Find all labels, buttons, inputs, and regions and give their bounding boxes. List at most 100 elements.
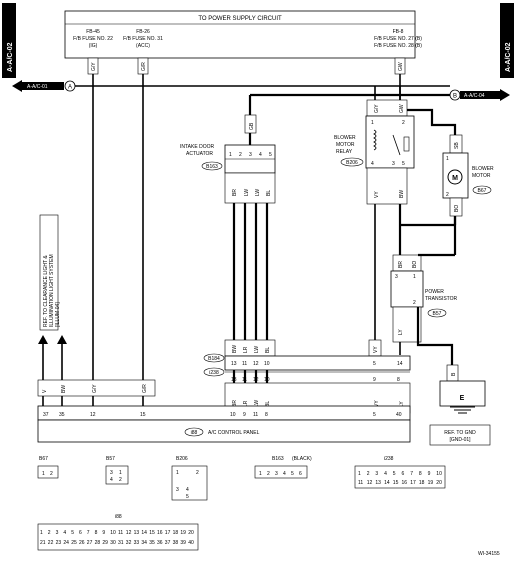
ref-bar-right	[460, 91, 500, 99]
connector-view-pin: 5	[71, 530, 74, 536]
wire-color-relay-out2: BW	[399, 190, 405, 198]
transistor-label: POWER	[425, 289, 444, 295]
wire-color-transistor-top: BR	[398, 261, 404, 268]
wire-color-i88: G/R	[142, 384, 148, 393]
ref-bar-left	[22, 82, 64, 90]
wire-color-i88: BW	[61, 385, 67, 393]
connector-view-pin: 32	[126, 540, 132, 546]
connector-view-pin: 1	[358, 471, 361, 477]
i88-pin: 35	[59, 412, 65, 418]
ref-label-right: A-A/C-04	[464, 93, 485, 99]
fuse-22-label: F/B FUSE NO. 22	[73, 36, 113, 42]
connector-view-pin: 4	[186, 487, 189, 493]
actuator-label: INTAKE DOOR	[180, 144, 214, 150]
wire-color-relay-out: VY	[374, 191, 380, 198]
connector-view-pin: 13	[375, 480, 381, 486]
relay-out-tags	[366, 167, 408, 205]
wire-color-motor-bottom: BO	[454, 205, 460, 212]
connector-view-b163	[254, 465, 308, 479]
section-tab-right	[500, 3, 514, 78]
connector-view-pin: 12	[126, 530, 132, 536]
transistor-pin: 3	[395, 274, 398, 280]
connector-view-pin: 1	[42, 471, 45, 477]
connector-view-pin: 31	[118, 540, 124, 546]
connector-view-pin: 4	[283, 471, 286, 477]
clearance-ref-line1: REF. TO CLEARANCE LIGHT &	[43, 255, 49, 327]
ground-letter: E	[460, 395, 465, 402]
connector-view-pin: 8	[419, 471, 422, 477]
connector-view-code: B163	[272, 456, 284, 462]
relay-pin: 3	[392, 161, 395, 167]
connector-view-pin: 37	[165, 540, 171, 546]
ref-arrow-left	[12, 80, 22, 92]
connector-view-pin: 14	[384, 480, 390, 486]
fuse-31-note: (ACC)	[136, 43, 150, 49]
relay-coil-symbol	[373, 129, 377, 151]
connector-view-pin: 20	[436, 480, 442, 486]
connector-view-b57	[105, 465, 129, 485]
connector-view-pin: 13	[134, 530, 140, 536]
connector-view-pin: 33	[134, 540, 140, 546]
wire-color-row-b: VY	[373, 346, 379, 353]
wire-color-actuator: BR	[232, 189, 238, 196]
wire-color-i88: G/Y	[92, 384, 98, 393]
connector-view-pin: 4	[63, 530, 66, 536]
wire-color-actuator: BL	[266, 190, 272, 196]
i88-code-badge	[184, 427, 204, 437]
wire-color-actuator: LW	[255, 189, 261, 196]
relay-code: B206	[346, 160, 358, 166]
connector-view-pin: 24	[63, 540, 69, 546]
connector-view-pin: 28	[95, 540, 101, 546]
relay-label: RELAY	[336, 149, 353, 155]
relay-code-badge	[340, 157, 364, 167]
connector-view-pin: 17	[410, 480, 416, 486]
connector-view-pin: 10	[110, 530, 116, 536]
transistor-code: B57	[433, 311, 442, 317]
connector-view-code: i238	[384, 456, 394, 462]
connector-view-pin: 15	[393, 480, 399, 486]
connector-view-pin: 6	[402, 471, 405, 477]
connector-view-pin: 11	[358, 480, 363, 486]
fuse-28-label: F/B FUSE NO. 28 (B)	[374, 43, 422, 49]
connector-view-pin: 3	[375, 471, 378, 477]
fuse-27-label: F/B FUSE NO. 27 (B)	[374, 36, 422, 42]
connector-b184	[224, 355, 411, 371]
wire-color-row-b: LW	[254, 346, 260, 353]
wire-color-relay-sw: GW	[399, 104, 405, 113]
connector-view-pin: 15	[149, 530, 155, 536]
wire-color-fuse31: G/R	[141, 62, 147, 71]
actuator-top-tag	[244, 114, 257, 134]
connector-view-pin: 8	[95, 530, 98, 536]
motor-pin: 1	[446, 156, 449, 162]
clearance-ref-line3: [ILLUM-04]	[55, 302, 61, 327]
motor-code: B67	[478, 188, 487, 194]
row-c-pin: 8	[397, 377, 400, 383]
arrow-up-icon	[57, 335, 67, 344]
motor-label: BLOWER	[472, 166, 494, 172]
connector-view-i88	[37, 523, 199, 551]
motor-label: MOTOR	[472, 173, 491, 179]
wire-color-transistor-bottom: LY	[398, 329, 404, 335]
connector-view-pin: 22	[48, 540, 54, 546]
motor-symbol	[447, 169, 463, 185]
i238-code-badge	[203, 367, 225, 377]
connector-view-pin: 9	[102, 530, 105, 536]
i88-pin: 11	[253, 412, 258, 418]
row-b-pin: 10	[264, 361, 270, 367]
connector-view-pin: 11	[118, 530, 123, 536]
power-supply-box	[64, 10, 416, 59]
connector-view-pin: 6	[299, 471, 302, 477]
i88-code: i88	[191, 430, 198, 436]
i88-pin: 5	[373, 412, 376, 418]
relay-pin: 4	[371, 161, 374, 167]
connector-view-pin: 38	[173, 540, 179, 546]
connector-view-code: i88	[115, 514, 122, 520]
section-tab-right-text: A-A/C-02	[505, 42, 512, 72]
connector-view-pin: 20	[188, 530, 194, 536]
row-b-pin: 12	[253, 361, 259, 367]
transistor-label: TRANSISTOR	[425, 296, 458, 302]
motor-symbol-letter: M	[452, 175, 458, 182]
connector-view-b206	[171, 465, 208, 501]
